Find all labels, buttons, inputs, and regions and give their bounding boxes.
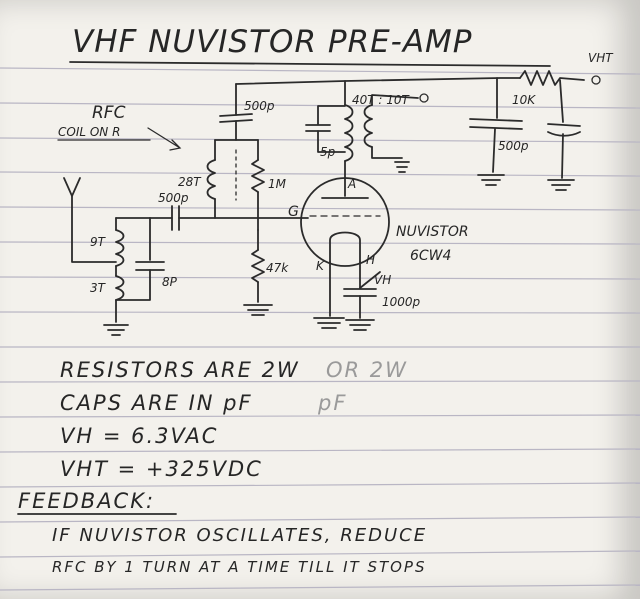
cap-right-electrolytic — [547, 123, 581, 191]
rfc-arrow — [147, 127, 182, 151]
cap-500p-input-label: 500p — [158, 191, 189, 205]
note-resistors: RESISTORS ARE 2W — [60, 358, 300, 382]
note-caps-faint: pF — [317, 391, 347, 415]
rfc-coil-and-grid-resistor — [206, 139, 265, 231]
cap-1000p-label: 1000p — [382, 295, 421, 309]
output-transformer — [344, 80, 429, 179]
notes: RESISTORS ARE 2W OR 2W CAPS ARE IN pF pF… — [17, 358, 427, 576]
turns-3-label: 3T — [90, 281, 107, 295]
coil-on-r-label: COIL ON R — [58, 125, 120, 139]
vht-label: VHT — [588, 51, 614, 65]
cap-500p-top-label: 500p — [244, 99, 275, 113]
tube-type-label: 6CW4 — [410, 248, 451, 264]
heater-label: H — [366, 253, 375, 267]
cathode-ground — [313, 317, 345, 329]
vh-label: VH — [374, 273, 391, 287]
title-underline — [69, 61, 551, 67]
cathode-label: K — [316, 259, 325, 273]
turns-40-10-label: 40T : 10T — [352, 93, 411, 107]
grid-label: G — [288, 204, 299, 220]
r10k-label: 10K — [512, 93, 536, 107]
note-feedback-line1: IF NUVISTOR OSCILLATES, REDUCE — [52, 525, 427, 546]
cap-500p-right — [469, 77, 523, 186]
cap-8p-label: 8P — [162, 275, 178, 289]
cap-5p-label: 5p — [320, 145, 336, 159]
cap-500p-top — [219, 83, 253, 141]
anode-label: A — [347, 177, 356, 191]
cap-500p-right-label: 500p — [498, 139, 529, 153]
tube-name-label: NUVISTOR — [396, 224, 469, 240]
r1m-label: 1M — [268, 177, 287, 191]
note-resistors-faint: OR 2W — [326, 358, 408, 382]
note-vh: VH = 6.3VAC — [60, 424, 218, 448]
cap-500p-input — [149, 205, 216, 231]
turns-28-label: 28T — [178, 175, 202, 189]
page-title: VHF NUVISTOR PRE-AMP — [72, 24, 473, 60]
heater-bypass — [343, 271, 381, 331]
rfc-label: RFC — [92, 103, 126, 123]
antenna-input-tank — [63, 177, 165, 336]
note-feedback-line2: RFC BY 1 TURN AT A TIME TILL IT STOPS — [52, 558, 427, 576]
turns-9-label: 9T — [90, 235, 107, 249]
resistor-47k — [243, 229, 273, 316]
note-vht: VHT = +325VDC — [60, 457, 263, 481]
note-feedback-heading: FEEDBACK: — [18, 489, 155, 513]
hv-rail — [235, 70, 601, 123]
cap-5p — [305, 105, 346, 153]
note-caps: CAPS ARE IN pF — [60, 391, 253, 415]
r47k-label: 47k — [266, 261, 289, 275]
nuvistor-tube — [300, 177, 390, 317]
ruled-lines — [0, 67, 640, 591]
